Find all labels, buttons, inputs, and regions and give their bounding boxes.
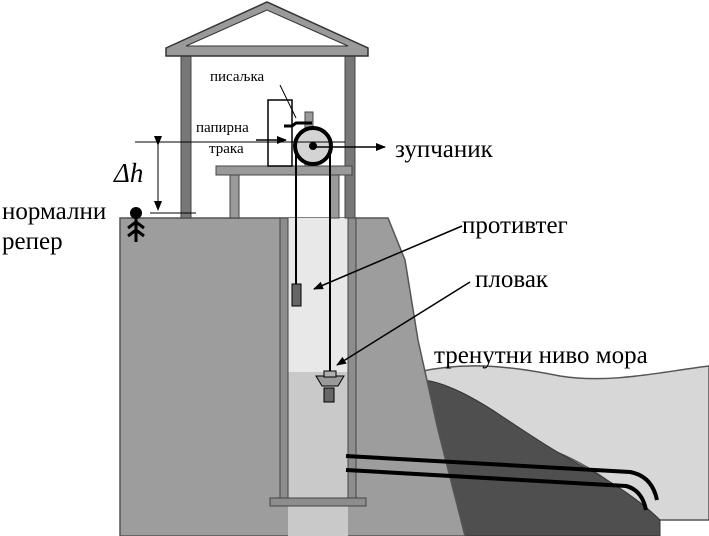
paper-tape-box <box>267 99 293 167</box>
well-floor <box>269 497 367 507</box>
float-label: пловак <box>475 266 549 293</box>
hut-post-right <box>344 49 356 219</box>
paper-tape-label-line2: трака <box>209 141 244 157</box>
table-leg-right <box>329 174 340 219</box>
well-water <box>288 372 348 536</box>
float-arrow <box>336 281 471 366</box>
inlet-pipe-lower <box>345 468 648 511</box>
benchmark-label-line1: нормални <box>2 198 106 225</box>
benchmark-label-line2: репер <box>2 228 63 255</box>
counterweight-arrow <box>313 225 463 290</box>
gear-label: зупчаник <box>395 136 494 163</box>
gear-hub <box>309 142 317 150</box>
benchmark-stem <box>127 219 145 242</box>
paper-tape-label-line1: папирна <box>196 120 249 136</box>
instrument-table <box>215 165 353 176</box>
table-leg-left <box>229 174 240 219</box>
inlet-pipe <box>345 454 659 501</box>
benchmark-head <box>130 207 142 219</box>
counterweight-label: противтег <box>462 212 568 239</box>
sea-level-label: тренутни ниво мора <box>434 342 648 369</box>
well-wall-left <box>279 217 289 501</box>
pen-leader <box>279 84 297 119</box>
pen-label: писаљка <box>210 69 265 85</box>
pen-arm <box>284 121 312 128</box>
float-cap <box>323 370 337 378</box>
counterweight <box>291 283 302 307</box>
hut-post-left <box>180 49 192 219</box>
delta-h-label: Δh <box>113 158 143 188</box>
float-weight <box>323 387 335 403</box>
roof-inner <box>185 9 349 47</box>
